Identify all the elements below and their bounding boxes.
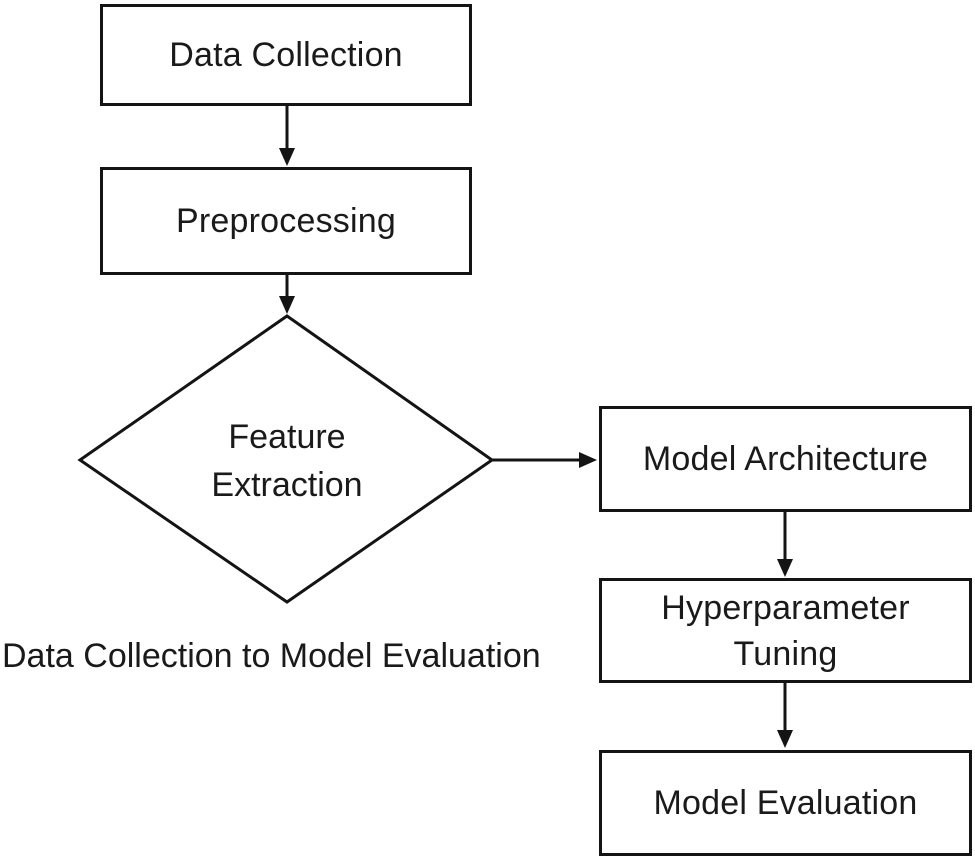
node-data-collection: Data Collection: [100, 4, 472, 106]
node-preprocessing-label: Preprocessing: [176, 202, 396, 240]
arrow-model-architecture-to-hyperparameter-tuning: [777, 512, 793, 577]
node-hyperparameter-tuning-line1: Hyperparameter: [661, 588, 910, 627]
node-feature-extraction-line2: Extraction: [211, 466, 363, 504]
arrow-preprocessing-to-feature-extraction: [279, 275, 295, 314]
node-data-collection-label: Data Collection: [169, 36, 403, 74]
node-hyperparameter-tuning-line2: Tuning: [733, 634, 838, 673]
node-preprocessing: Preprocessing: [100, 167, 472, 275]
node-model-architecture-label: Model Architecture: [642, 440, 929, 478]
node-model-evaluation-label: Model Evaluation: [653, 784, 918, 822]
diagram-caption: Data Collection to Model Evaluation: [2, 637, 541, 675]
node-feature-extraction-line1: Feature: [228, 418, 346, 456]
arrow-data-collection-to-preprocessing: [279, 106, 295, 166]
node-hyperparameter-tuning: Hyperparameter Tuning: [599, 578, 972, 683]
node-feature-extraction: Feature Extraction: [137, 413, 437, 509]
arrow-hyperparameter-tuning-to-model-evaluation: [777, 683, 793, 748]
node-model-evaluation: Model Evaluation: [599, 750, 972, 856]
node-model-architecture: Model Architecture: [599, 406, 972, 512]
decision-diamond-shape: [77, 314, 495, 604]
arrow-feature-extraction-to-model-architecture: [492, 452, 597, 468]
